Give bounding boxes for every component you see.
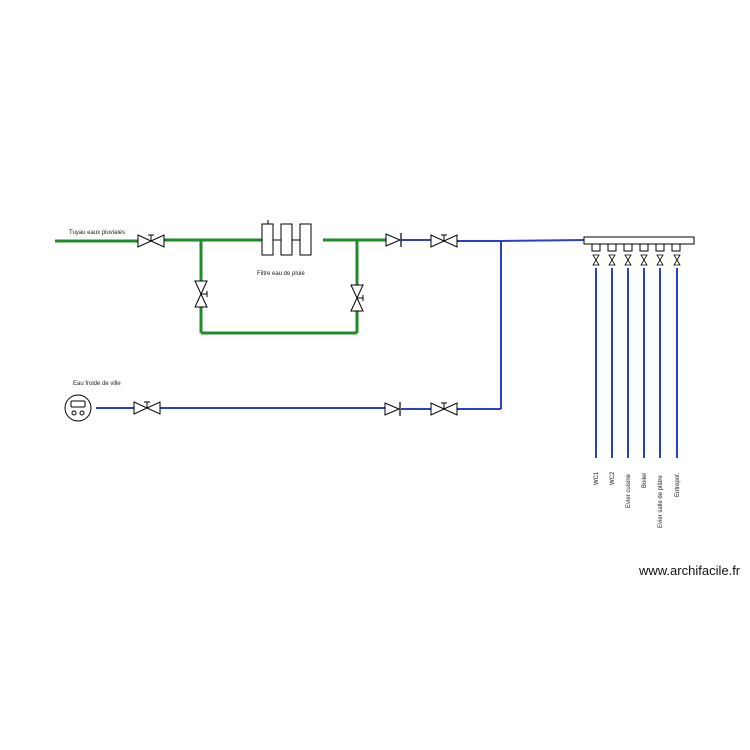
outlet-label: Evier salle de plâtre <box>658 475 664 528</box>
outlet-valve-icon[interactable] <box>656 254 664 266</box>
outlet-valve-icon[interactable] <box>640 254 648 266</box>
outlet-valve-icon[interactable] <box>673 254 681 266</box>
outlet-valve-icon[interactable] <box>624 254 632 266</box>
watermark: www.archifacile.fr <box>639 563 741 578</box>
outlet-label: Entrepot. <box>675 472 681 497</box>
rain-outlet-valve-icon[interactable] <box>430 234 458 248</box>
bypass-left-valve-icon[interactable] <box>194 280 208 308</box>
manifold-icon <box>583 236 695 252</box>
outlet-label: WC2 <box>610 471 616 485</box>
city-water-pipes <box>96 239 586 410</box>
outlet-valve-icon[interactable] <box>592 254 600 266</box>
outlet-label: Boiler <box>642 473 648 488</box>
filter-cartridge-icon <box>261 220 312 256</box>
rain-filter-label: Filtre eau de pluie <box>257 271 305 277</box>
city-water-label: Eau froide de ville <box>73 381 121 387</box>
city-inlet-valve-icon[interactable] <box>133 401 161 415</box>
outlet-label: WC1 <box>594 471 600 485</box>
rainwater-pipes <box>55 238 387 335</box>
rain-check-valve-icon <box>385 232 402 248</box>
water-meter-icon <box>64 394 92 422</box>
outlet-valve-icon[interactable] <box>608 254 616 266</box>
bypass-right-valve-icon[interactable] <box>350 284 364 312</box>
outlet-label: Evier cuisine <box>626 473 632 508</box>
rain-pipe-label: Tuyau eaux pluviales <box>69 230 125 236</box>
city-outlet-valve-icon[interactable] <box>430 402 458 416</box>
city-check-valve-icon <box>384 401 401 417</box>
rain-inlet-valve-icon[interactable] <box>137 234 165 248</box>
outlet-branches <box>592 254 681 458</box>
